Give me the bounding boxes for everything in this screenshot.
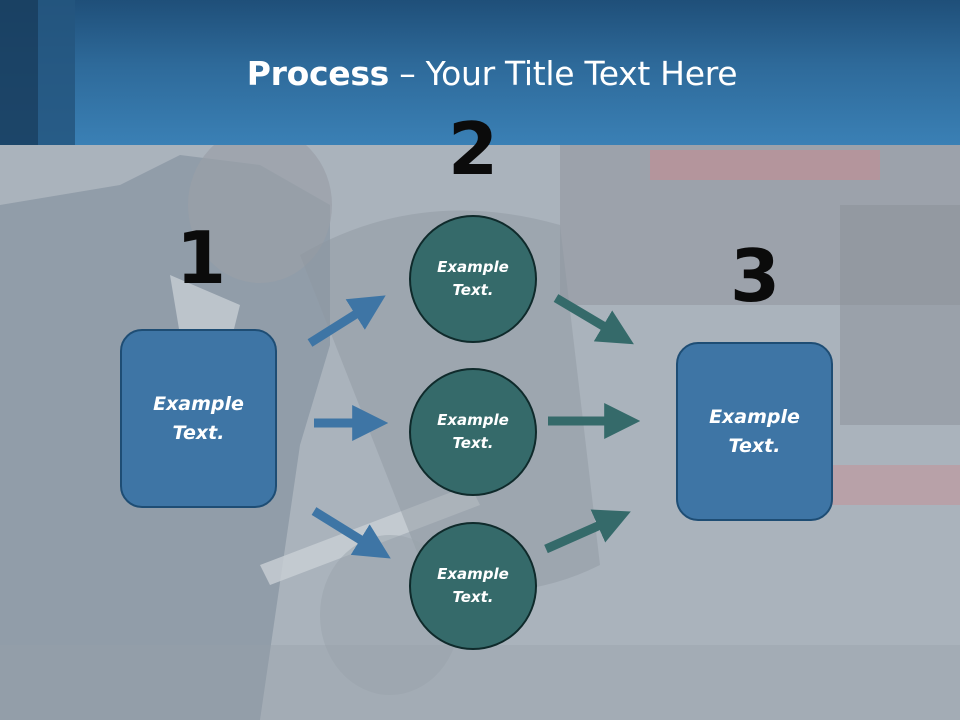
header-accent-stripe [0, 0, 38, 145]
circle-text-line: Example [437, 565, 509, 583]
arrow-down-right-icon [311, 507, 391, 559]
step-2-circle-bottom[interactable]: Example Text. [409, 522, 537, 650]
circle-text-line: Example [437, 411, 509, 429]
step-number-3: 3 [730, 234, 781, 318]
title-bold: Process [246, 54, 390, 93]
box-text-line: Example [709, 405, 800, 428]
slide-title: Process – Your Title Text Here [0, 54, 960, 93]
arrow-up-right-icon [307, 295, 386, 347]
title-rest: – Your Title Text Here [389, 54, 738, 93]
circle-text-line: Example [437, 258, 509, 276]
circle-text-line: Text. [452, 588, 494, 606]
arrow-down-right-icon [553, 294, 634, 345]
step-3-box[interactable]: Example Text. [676, 342, 833, 521]
header-band [0, 0, 960, 145]
step-2-circle-top[interactable]: Example Text. [409, 215, 537, 343]
header-accent-stripe [38, 0, 75, 145]
box-text-line: Text. [728, 434, 781, 457]
circle-text-line: Text. [452, 434, 494, 452]
arrow-up-right-icon [544, 509, 631, 554]
step-number-2: 2 [448, 107, 499, 191]
box-text-line: Example [153, 392, 244, 415]
box-text-line: Text. [172, 421, 225, 444]
step-number-1: 1 [176, 216, 227, 300]
step-1-box[interactable]: Example Text. [120, 329, 277, 508]
step-2-circle-middle[interactable]: Example Text. [409, 368, 537, 496]
circle-text-line: Text. [452, 281, 494, 299]
